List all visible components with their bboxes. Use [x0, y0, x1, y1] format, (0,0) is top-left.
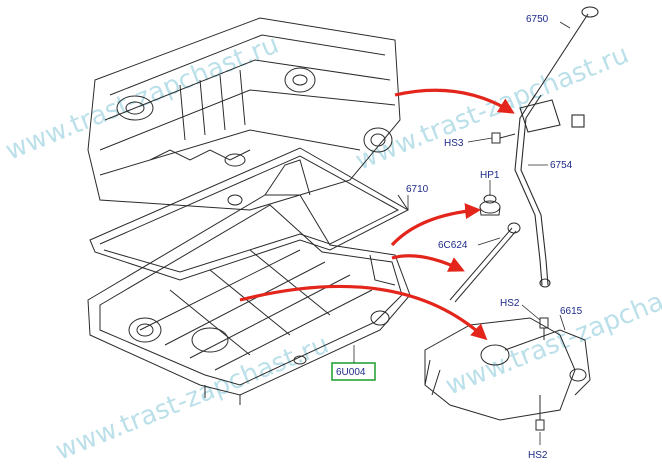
dipstick-assembly [514, 6, 599, 288]
label-6754: 6754 [550, 160, 573, 171]
red-pointer-arrows [239, 88, 515, 341]
hs2-bolt-top [539, 317, 549, 340]
watermark-layer: www.trast-zapchast.ru www.trast-zapchast… [1, 29, 662, 466]
arrow-to-dipstick [394, 88, 515, 114]
watermark-3: www.trast-zapchast.ru [51, 329, 333, 466]
oil-pickup-6615 [424, 317, 591, 421]
hs2-bolt-bottom [535, 395, 545, 431]
cylinder-block [87, 17, 401, 211]
highlight-box-6u004 [331, 362, 376, 381]
dipstick-tube-6754 [514, 94, 543, 286]
dipstick-handle [581, 6, 599, 18]
hs3-bolt [491, 132, 516, 144]
label-6c624: 6C624 [438, 240, 468, 251]
arrow-to-drain-plug [390, 203, 482, 247]
tube-bracket [519, 99, 561, 133]
label-6750: 6750 [526, 14, 549, 25]
label-6710: 6710 [406, 184, 429, 195]
label-hp1: HP1 [480, 170, 500, 181]
leader-lines [353, 21, 571, 445]
label-6u004: 6U004 [336, 367, 366, 378]
label-hs2-bottom: HS2 [528, 450, 548, 461]
dipstick-6750 [531, 13, 589, 101]
watermark-1: www.trast-zapchast.ru [1, 29, 283, 166]
label-hs3: HS3 [444, 138, 464, 149]
arrow-to-sensor [391, 254, 465, 272]
drain-plug-hp1 [479, 194, 501, 216]
part-labels: 6750 6754 HS3 6710 HP1 6C624 HS2 6615 6U… [336, 14, 583, 461]
watermark-2: www.trast-zapchast.ru [351, 39, 633, 176]
sensor-6c624 [449, 222, 521, 303]
label-hs2-top: HS2 [500, 298, 520, 309]
bracket-bushing [571, 114, 585, 128]
arrow-to-pickup [239, 284, 488, 341]
label-6615: 6615 [560, 306, 583, 317]
